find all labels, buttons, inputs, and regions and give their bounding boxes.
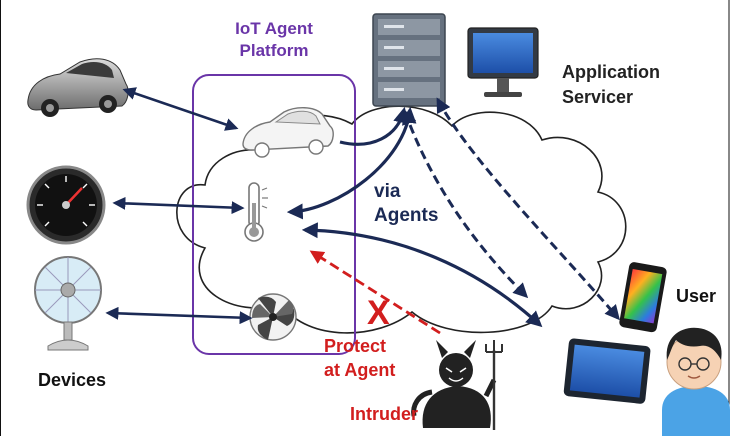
user-label: User	[676, 286, 717, 306]
platform-label: IoT Agent Platform	[206, 18, 342, 62]
protect-at-agent-label: Protect at Agent	[324, 334, 395, 382]
smartphone-icon	[619, 262, 667, 333]
intruder-label: Intruder	[350, 404, 419, 424]
application-servicer-label: Application Servicer	[562, 60, 660, 110]
devil-intruder-icon	[411, 340, 503, 430]
thermometer-icon	[244, 182, 268, 242]
arrow-meter-agent	[112, 196, 245, 215]
fan-blade-icon	[249, 293, 297, 341]
user-avatar-icon	[662, 327, 730, 436]
car-icon	[27, 58, 129, 117]
platform-label-line2: Platform	[239, 41, 309, 60]
platform-label-line1: IoT Agent	[235, 19, 313, 38]
via-label-line2: Agents	[374, 205, 439, 226]
devices-label: Devices	[38, 370, 107, 390]
monitor-icon	[467, 27, 539, 97]
via-agents-label: via Agents	[374, 180, 438, 228]
protect-label-line1: Protect	[324, 336, 387, 356]
via-label-line1: via	[374, 181, 401, 202]
arrow-car-agent	[122, 87, 239, 131]
server-icon	[372, 13, 446, 107]
application-label-line1: Application	[562, 62, 660, 82]
fan-icon	[34, 256, 102, 351]
arrow-fan-agent	[105, 306, 253, 325]
protect-label-line2: at Agent	[324, 360, 396, 380]
tablet-icon	[563, 338, 651, 404]
application-label-line2: Servicer	[562, 87, 634, 107]
speedometer-icon	[26, 165, 106, 245]
attack-arrow	[309, 250, 441, 335]
block-x-mark: X	[367, 294, 390, 332]
